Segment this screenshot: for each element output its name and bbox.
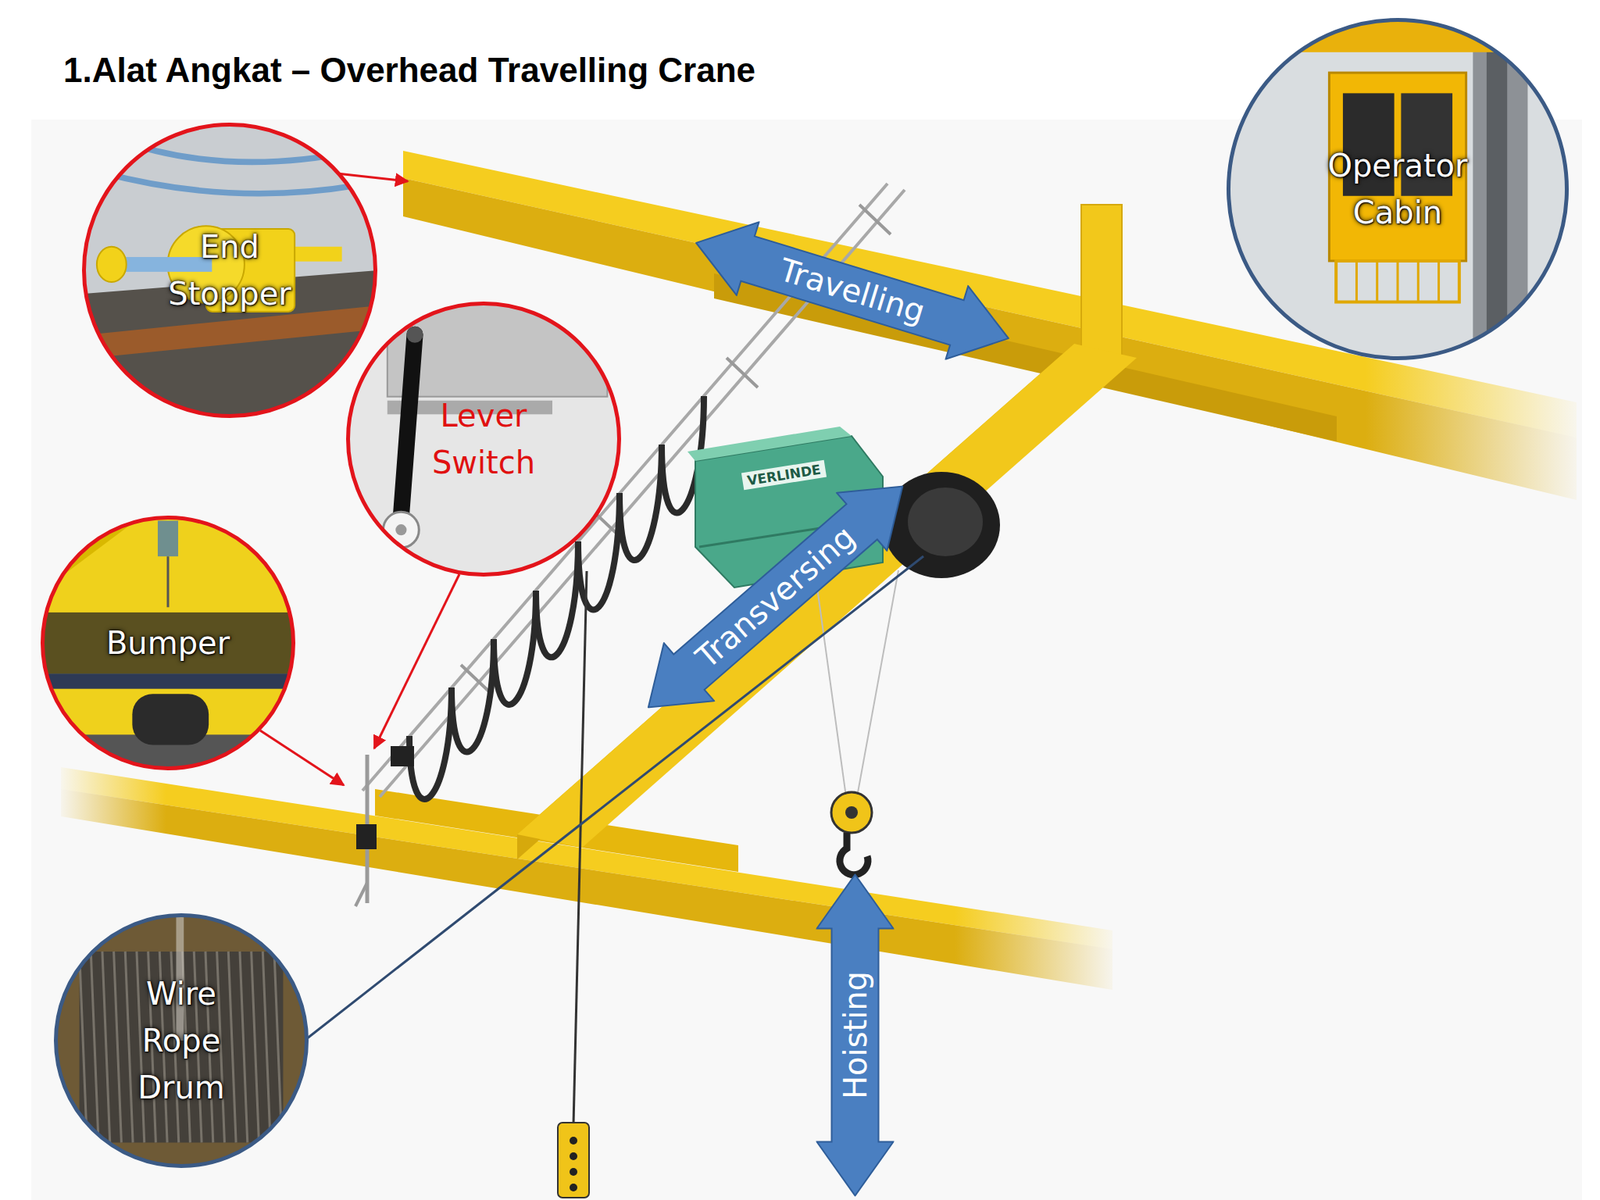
photo-ground (40, 515, 296, 771)
pendant-button (569, 1136, 578, 1145)
motion-arrow: Travelling (684, 205, 1022, 376)
photo-ground (53, 913, 309, 1168)
rail-tie (726, 357, 758, 388)
callout-photo (1226, 17, 1569, 361)
callout-circle: Operator Cabin (1226, 17, 1569, 361)
callout-outline (346, 301, 622, 577)
crane-boom (1226, 17, 1569, 53)
girder-plate (1081, 204, 1122, 361)
festoon-cable (493, 590, 536, 705)
rope-groove (228, 951, 236, 1143)
switch-rod (167, 556, 170, 608)
pendant-cable (573, 571, 587, 1125)
lever-pivot (406, 326, 423, 343)
callout-border (56, 915, 308, 1167)
stopper-knob (96, 246, 127, 283)
callout-label: Wire Rope Drum (130, 970, 233, 1111)
lever-arm (400, 334, 415, 516)
lever-roller (383, 511, 420, 548)
rail-tie (460, 664, 493, 695)
cage-bar (1355, 260, 1358, 303)
wire-rope (816, 582, 847, 797)
pendant-button (569, 1183, 578, 1192)
rope-groove (239, 951, 248, 1143)
hoist-motor (907, 487, 983, 557)
stopper-pin (289, 246, 343, 262)
callout-photo (53, 913, 309, 1168)
callout-circle: Lever Switch (346, 301, 622, 577)
lever-switch-box (390, 746, 415, 767)
cage-bar (1396, 260, 1400, 303)
column (1486, 17, 1508, 361)
callout-label: Lever Switch (417, 392, 550, 486)
lever-roller (395, 524, 407, 536)
hook-block (831, 792, 872, 833)
callout-circle: Bumper (40, 515, 296, 771)
double-arrow-shape (685, 206, 1020, 375)
callout-photo (40, 515, 296, 771)
limit-switch (157, 521, 179, 558)
beam-shade (40, 515, 143, 593)
cage-bar (1437, 260, 1440, 303)
motion-label: Travelling (775, 250, 930, 331)
callout-circle: End Stopper (82, 122, 378, 418)
rope-groove (125, 951, 133, 1143)
pendant-button (569, 1167, 578, 1176)
double-arrow-shape (623, 457, 929, 737)
callout-border (348, 303, 620, 575)
rope-groove (102, 951, 111, 1143)
leader-line (374, 574, 460, 749)
beam-shadow (40, 612, 296, 674)
motion-arrow: Transversing (622, 456, 929, 738)
cabin-cage (1335, 260, 1460, 303)
callout-circle: Wire Rope Drum (53, 913, 309, 1168)
motion-arrow: Hoisting (815, 874, 894, 1197)
callout-label: Operator Cabin (1319, 142, 1476, 236)
railing (82, 167, 378, 194)
callout-border (84, 125, 376, 417)
brand-logo: VERLINDE (740, 460, 826, 491)
pendant-button (569, 1152, 578, 1161)
rubber-bumper (132, 693, 209, 745)
hook (839, 832, 868, 875)
hoist-body (687, 426, 852, 461)
callout-label: Bumper (106, 619, 230, 667)
double-arrow-shape (816, 875, 893, 1197)
hook-block (845, 806, 858, 819)
pendant-control (557, 1122, 590, 1198)
rail (82, 305, 378, 359)
rail-tie (859, 204, 891, 235)
lever-switch-box (356, 824, 377, 850)
cage-bar (1375, 260, 1379, 303)
cage-bar (1417, 260, 1420, 303)
drum-body (79, 951, 284, 1143)
switch-bracket (355, 882, 368, 907)
leader-line (260, 730, 344, 786)
rope-groove (262, 951, 271, 1143)
motion-label: Hoisting (835, 971, 874, 1100)
rope-groove (114, 951, 122, 1143)
callout-photo (82, 122, 378, 418)
leader-line (336, 173, 408, 182)
festoon-cable (619, 444, 662, 561)
rope-groove (90, 951, 99, 1143)
callout-photo (346, 301, 622, 577)
festoon-cable (409, 687, 452, 800)
photo-ground (1226, 17, 1569, 361)
slide-title: 1.Alat Angkat – Overhead Travelling Cran… (63, 50, 756, 91)
callout-border (42, 517, 294, 769)
callout-outline (1226, 17, 1569, 361)
photo-ground (82, 122, 378, 418)
callout-border (1228, 20, 1568, 359)
beam-edge (40, 673, 296, 690)
callout-label: End Stopper (163, 223, 297, 318)
callout-outline (82, 122, 378, 418)
festoon-cable (451, 639, 494, 752)
rope-groove (251, 951, 260, 1143)
motion-label: Transversing (689, 517, 864, 676)
